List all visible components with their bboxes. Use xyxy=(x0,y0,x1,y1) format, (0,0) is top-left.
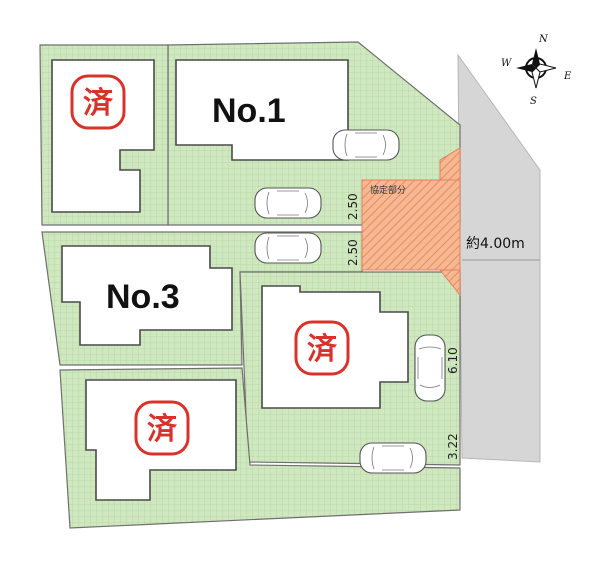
road-width-label: 約4.00m xyxy=(466,236,525,252)
svg-text:済: 済 xyxy=(307,332,338,367)
agreement-corner-lower xyxy=(438,269,461,297)
compass-icon: N S E W xyxy=(501,34,572,107)
car-driveway-lower xyxy=(254,232,322,264)
svg-text:W: W xyxy=(501,58,512,69)
svg-text:N: N xyxy=(538,34,549,45)
house-no1 xyxy=(175,59,349,161)
house-no3 xyxy=(61,245,233,346)
dimension-driveway-upper: 2.50 xyxy=(346,193,360,220)
svg-text:済: 済 xyxy=(147,412,178,447)
dimension-east-parking: 6.10 xyxy=(446,347,460,374)
sold-stamp-northwest: 済 xyxy=(70,74,126,130)
lot-label-no3: No.3 xyxy=(106,278,180,316)
dimension-driveway-lower: 2.50 xyxy=(346,239,360,266)
dimension-south-parking: 3.22 xyxy=(446,433,460,460)
car-driveway-upper xyxy=(254,187,322,219)
svg-text:E: E xyxy=(563,71,572,82)
road-area xyxy=(457,53,541,463)
car-no1 xyxy=(332,129,400,161)
sold-stamp-southeast: 済 xyxy=(294,320,350,376)
svg-text:S: S xyxy=(530,96,537,107)
car-southeast xyxy=(414,334,446,402)
svg-text:済: 済 xyxy=(83,86,114,121)
agreement-area-label: 協定部分 xyxy=(370,184,406,196)
car-south xyxy=(359,442,427,474)
agreement-corner-upper xyxy=(439,147,461,181)
sold-stamp-southwest: 済 xyxy=(134,400,190,456)
lot-label-no1: No.1 xyxy=(212,92,286,130)
